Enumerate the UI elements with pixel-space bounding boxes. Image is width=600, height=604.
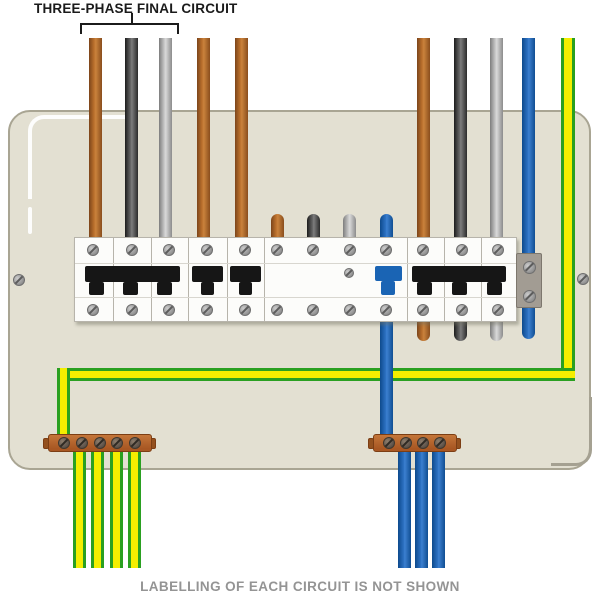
- terminal-screw: [492, 244, 504, 256]
- neutral-outgoing-wire: [415, 449, 428, 568]
- main-switch-handle: [375, 266, 402, 281]
- module-divider: [264, 238, 265, 321]
- neutral-outgoing-wire: [398, 449, 411, 568]
- earth-outgoing-wire: [128, 449, 141, 568]
- neutral-bar-screw: [434, 437, 446, 449]
- single-phase-wire-2: [235, 38, 248, 242]
- module-divider: [188, 238, 189, 321]
- terminal-screw: [492, 304, 504, 316]
- phase-l3-wire-right-circuit: [490, 38, 503, 242]
- phase-l3-wire-left-circuit: [159, 38, 172, 242]
- terminal-screw: [271, 244, 283, 256]
- right-three-pole-handle-stem: [487, 282, 502, 295]
- left-three-pole-handle-stem: [157, 282, 172, 295]
- single-pole-breaker-1-stem: [201, 282, 214, 295]
- enclosure-screw-right: [577, 273, 589, 285]
- earth-outgoing-wire: [110, 449, 123, 568]
- enclosure-screw-left: [13, 274, 25, 286]
- earth-outgoing-wire: [91, 449, 104, 568]
- supply-stub-neutral: [380, 214, 393, 242]
- terminal-screw: [201, 304, 213, 316]
- earth-wire-horizontal-run: [57, 368, 575, 381]
- single-pole-breaker-2-handle: [230, 266, 261, 282]
- left-three-pole-handle-stem: [123, 282, 138, 295]
- supply-stub-l1: [271, 214, 284, 242]
- terminal-screw: [87, 304, 99, 316]
- phase-l2-wire-right-circuit: [454, 38, 467, 242]
- earth-wire-left-drop: [57, 368, 70, 438]
- right-three-pole-breaker-handle: [412, 266, 506, 282]
- neutral-outgoing-wire: [432, 449, 445, 568]
- link-block-screw: [523, 290, 536, 303]
- single-phase-wire-1: [197, 38, 210, 242]
- row-inner-line-top: [75, 263, 516, 264]
- terminal-screw: [380, 304, 392, 316]
- left-three-pole-handle-stem: [89, 282, 104, 295]
- enclosure-highlight-top-left: [28, 115, 138, 199]
- terminal-screw: [417, 244, 429, 256]
- phase-l1-wire-left-circuit: [89, 38, 102, 242]
- left-three-pole-breaker-handle: [85, 266, 180, 282]
- phase-l2-wire-left-circuit: [125, 38, 138, 242]
- right-three-pole-handle-stem: [417, 282, 432, 295]
- terminal-screw: [417, 304, 429, 316]
- bracket-right-tick: [177, 23, 179, 34]
- right-breaker-stub-l1: [417, 320, 430, 341]
- terminal-screw: [163, 304, 175, 316]
- earth-bar-screw: [94, 437, 106, 449]
- terminal-screw: [126, 304, 138, 316]
- three-phase-circuit-label: THREE-PHASE FINAL CIRCUIT: [34, 1, 238, 16]
- neutral-bar-screw: [417, 437, 429, 449]
- terminal-screw: [380, 244, 392, 256]
- supply-stub-l2: [307, 214, 320, 242]
- bracket-center-tick: [131, 13, 133, 24]
- bracket-left-tick: [80, 23, 82, 34]
- terminal-screw: [87, 244, 99, 256]
- terminal-screw: [456, 244, 468, 256]
- neutral-bar-screw: [400, 437, 412, 449]
- module-divider: [407, 238, 408, 321]
- neutral-bar-screw: [383, 437, 395, 449]
- main-switch-center-screw: [344, 268, 354, 278]
- terminal-screw: [126, 244, 138, 256]
- earth-bar-screw: [76, 437, 88, 449]
- single-pole-breaker-2-stem: [239, 282, 252, 295]
- supply-stub-l3: [343, 214, 356, 242]
- terminal-screw: [307, 244, 319, 256]
- terminal-screw: [239, 304, 251, 316]
- terminal-screw: [201, 244, 213, 256]
- single-pole-breaker-1-handle: [192, 266, 223, 282]
- bracket-bar: [80, 23, 179, 25]
- footer-caption: LABELLING OF EACH CIRCUIT IS NOT SHOWN: [140, 579, 460, 594]
- terminal-screw: [456, 304, 468, 316]
- terminal-screw: [344, 244, 356, 256]
- right-breaker-stub-l3: [490, 320, 503, 341]
- main-switch-handle-stem: [381, 281, 395, 295]
- enclosure-highlight-dash: [28, 207, 32, 234]
- terminal-screw: [344, 304, 356, 316]
- terminal-screw: [163, 244, 175, 256]
- earth-bar-screw: [58, 437, 70, 449]
- module-divider: [227, 238, 228, 321]
- terminal-screw: [239, 244, 251, 256]
- enclosure-shadow-bottom-right: [551, 397, 592, 466]
- neutral-wire-to-bar: [380, 318, 393, 440]
- phase-l1-wire-right-circuit: [417, 38, 430, 242]
- earth-bar-screw: [111, 437, 123, 449]
- right-three-pole-handle-stem: [452, 282, 467, 295]
- link-block-screw: [523, 261, 536, 274]
- row-inner-line-bottom: [75, 297, 516, 298]
- earth-wire-right-vertical: [561, 38, 575, 376]
- earth-outgoing-wire: [73, 449, 86, 568]
- terminal-screw: [307, 304, 319, 316]
- right-breaker-stub-l2: [454, 320, 467, 341]
- earth-bar-screw: [129, 437, 141, 449]
- terminal-screw: [271, 304, 283, 316]
